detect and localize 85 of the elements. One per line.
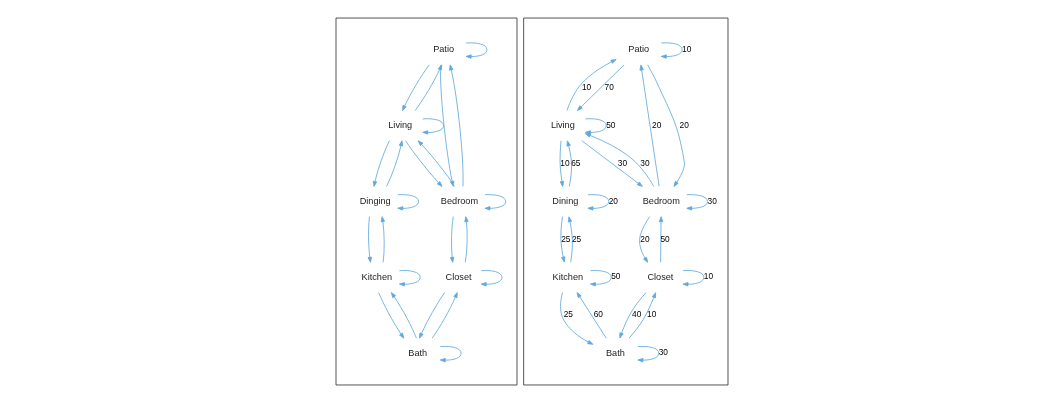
arrow [566, 59, 617, 111]
node-text: Living [388, 119, 413, 130]
arrow [439, 346, 462, 363]
arrow [658, 216, 664, 263]
node-text: Dinging [359, 195, 391, 206]
node-text: Dining [552, 195, 579, 206]
edge-label: 60 [593, 309, 603, 320]
edge-label: 25 [571, 233, 582, 244]
edge-label: 30 [617, 157, 628, 168]
node-text: Patio [628, 44, 650, 55]
edge-label: 30 [707, 195, 717, 206]
arrow [397, 194, 419, 211]
arrow [465, 42, 488, 59]
arrow [402, 64, 430, 111]
node-text: Kitchen [361, 271, 393, 282]
arrow [422, 118, 444, 135]
arrow [378, 292, 405, 339]
edge-label: 20 [679, 119, 689, 130]
arrow [386, 140, 404, 187]
arrow [587, 194, 610, 211]
arrow [399, 270, 421, 287]
arrow [581, 140, 643, 187]
arrow [559, 140, 565, 187]
node-text: Closet [647, 271, 674, 282]
arrow [372, 140, 390, 187]
edge-label: 10 [682, 43, 692, 54]
node-text: Bath [605, 347, 625, 358]
arrow [480, 270, 503, 287]
edge-label: 50 [660, 233, 670, 244]
node-text: Kitchen [552, 271, 584, 282]
edge-label: 70 [604, 81, 614, 92]
arrow [660, 42, 683, 59]
node-text: Bedroom [642, 195, 680, 206]
arrow [628, 292, 657, 339]
arrow [367, 216, 372, 263]
arrow [560, 216, 566, 263]
arrow [484, 194, 507, 211]
arrow [431, 292, 458, 339]
node-text: Bath [408, 347, 428, 358]
arrow [639, 64, 660, 187]
edge-label: 50 [606, 119, 616, 130]
arrow [647, 64, 685, 187]
edge-label: 20 [652, 119, 662, 130]
arrow [405, 140, 443, 187]
edge-label: 20 [640, 233, 650, 244]
arrow [449, 64, 464, 187]
arrow [566, 140, 573, 187]
arrow [619, 292, 647, 339]
arrow [419, 292, 446, 339]
edge-label: 10 [703, 271, 714, 282]
edge-label: 30 [640, 157, 650, 168]
arrow [639, 216, 650, 263]
arrow [590, 270, 612, 287]
edge-label: 25 [561, 233, 571, 244]
arrow [450, 216, 455, 263]
edge-label: 10 [647, 309, 657, 320]
arrow [577, 64, 625, 111]
cluster [335, 17, 518, 386]
edge-label: 25 [563, 309, 573, 320]
arrow [686, 194, 708, 211]
edge-label: 50 [611, 271, 621, 282]
edge-label: 20 [608, 195, 618, 206]
node-text: Closet [445, 271, 472, 282]
arrow [440, 64, 455, 187]
edge-label: 30 [658, 347, 668, 358]
node-text: Living [550, 119, 575, 130]
arrow [390, 292, 417, 339]
node-text: Patio [433, 44, 455, 55]
arrow [567, 216, 573, 263]
edge-label: 40 [632, 309, 642, 320]
arrow [417, 140, 456, 187]
arrow [585, 133, 655, 187]
arrow [414, 64, 443, 111]
arrow [637, 346, 660, 363]
arrow [560, 292, 594, 345]
arrow [682, 270, 705, 287]
arrow [584, 118, 607, 135]
edge-label: 10 [560, 157, 570, 168]
arrow [576, 292, 607, 339]
cluster [523, 17, 729, 386]
arrow [380, 216, 385, 263]
arrow [464, 216, 469, 263]
edge-label: 65 [571, 157, 581, 168]
edge-label: 10 [581, 81, 592, 92]
node-text: Bedroom [440, 195, 479, 206]
